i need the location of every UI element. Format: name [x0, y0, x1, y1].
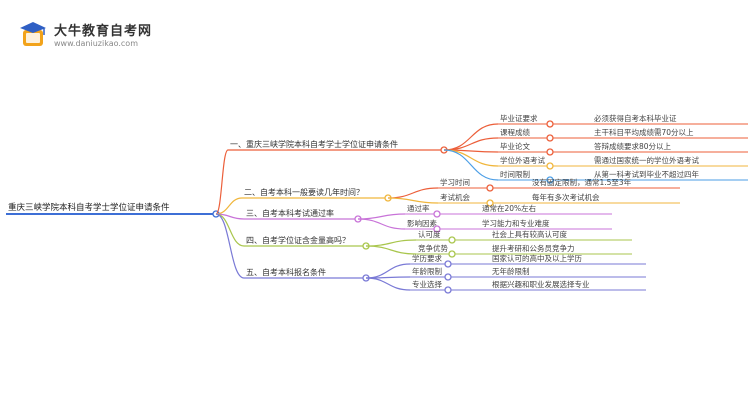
branch-1-leaf-1-text: 必须获得自考本科毕业证: [594, 113, 677, 123]
branch-1-label: 一、重庆三峡学院本科自考学士学位证申请条件: [230, 139, 398, 149]
root-node: 重庆三峡学院本科自考学士学位证申请条件: [8, 202, 170, 213]
branch-2-leaf-1-text: 没有固定限制，通常1.5至3年: [532, 177, 632, 187]
branch-2-child-2-curve: [387, 197, 439, 204]
branch-3-child-2-curve: [357, 218, 406, 230]
root-to-branch-1-curve: [215, 149, 229, 215]
branch-5-leaf-1-text: 国家认可的高中及以上学历: [492, 253, 582, 263]
branch-5-child-1-curve: [365, 263, 411, 279]
graduation-book-icon: [20, 22, 46, 46]
branch-3-child-1-curve: [357, 213, 406, 220]
branch-5-child-2-label: 年龄限制: [412, 266, 442, 276]
branch-4-child-1-dot: [448, 236, 456, 244]
branch-2-child-1-dot: [486, 184, 494, 192]
branch-1-leaf-4-text: 需通过国家统一的学位外语考试: [594, 155, 699, 165]
branch-1-child-5-curve: [443, 149, 499, 181]
branch-1-child-1-curve: [443, 123, 499, 151]
branch-5-child-3-dot: [444, 286, 452, 294]
branch-1-child-5-label: 时间限制: [500, 169, 530, 179]
branch-1-child-4-dot: [546, 162, 554, 170]
branch-1-leaf-2-text: 主干科目平均成绩需70分以上: [594, 127, 694, 137]
branch-4-child-2-label: 竞争优势: [418, 243, 448, 253]
branch-1-child-1-dot: [546, 120, 554, 128]
branch-3-child-1-label: 通过率: [407, 203, 430, 213]
branch-4-child-1-curve: [365, 239, 417, 247]
branch-3-child-2-label: 影响因素: [407, 218, 437, 228]
branch-3-child-1-dot: [433, 210, 441, 218]
branch-3-leaf-1-text: 通常在20%左右: [482, 203, 537, 213]
branch-1-leaf-5-text: 从第一科考试到毕业不超过四年: [594, 169, 699, 179]
branch-1-child-3-label: 毕业论文: [500, 141, 530, 151]
branch-2-child-2-label: 考试机会: [440, 192, 470, 202]
branch-4-child-2-curve: [365, 245, 417, 255]
branch-3-label: 三、自考本科考试通过率: [246, 208, 334, 218]
branch-4-child-1-label: 认可度: [418, 229, 441, 239]
branch-2-child-1-curve: [387, 187, 439, 199]
branch-1-child-3-dot: [546, 148, 554, 156]
branch-1-child-2-label: 课程成绩: [500, 127, 530, 137]
branch-4-leaf-2-text: 提升考研和公务员竞争力: [492, 243, 575, 253]
site-logo[interactable]: 大牛教育自考网 www.daniuzikao.com: [18, 16, 488, 56]
branch-5-child-3-curve: [365, 277, 411, 291]
branch-5-child-1-dot: [444, 260, 452, 268]
branch-5-child-1-label: 学历要求: [412, 253, 442, 263]
branch-1-child-2-dot: [546, 134, 554, 142]
branch-5-leaf-3-text: 根据兴趣和职业发展选择专业: [492, 279, 590, 289]
site-name: 大牛教育自考网: [54, 24, 153, 39]
site-url: www.daniuzikao.com: [54, 39, 138, 48]
branch-5-child-2-dot: [444, 273, 452, 281]
branch-1-child-1-label: 毕业证要求: [500, 113, 538, 123]
branch-4-label: 四、自考学位证含金量高吗？: [246, 235, 350, 245]
branch-3-leaf-2-text: 学习能力和专业难度: [482, 218, 550, 228]
branch-2-child-1-label: 学习时间: [440, 177, 470, 187]
branch-1-child-4-label: 学位外语考试: [500, 155, 545, 165]
branch-1-leaf-3-text: 答辩成绩要求80分以上: [594, 141, 672, 151]
branch-4-child-2-dot: [448, 250, 456, 258]
root-to-branch-5-curve: [215, 213, 245, 279]
branch-2-leaf-2-text: 每年有多次考试机会: [532, 192, 600, 202]
branch-5-label: 五、自考本科报名条件: [246, 267, 326, 277]
branch-5-child-3-label: 专业选择: [412, 279, 442, 289]
branch-2-label: 二、自考本科一般要读几年时间？: [244, 187, 364, 197]
branch-1-child-2-curve: [443, 137, 499, 151]
branch-4-leaf-1-text: 社会上具有较高认可度: [492, 229, 567, 239]
branch-5-leaf-2-text: 无年龄限制: [492, 266, 530, 276]
